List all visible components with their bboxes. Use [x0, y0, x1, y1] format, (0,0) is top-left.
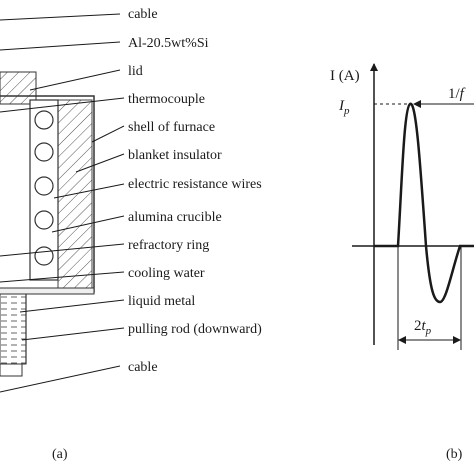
- width-arrow-left: [398, 336, 406, 344]
- period-label: 1/f: [448, 86, 466, 102]
- label-cooling: cooling water: [128, 266, 205, 281]
- label-cable-top: cable: [128, 7, 158, 22]
- resistance-coil: [34, 176, 54, 196]
- wires-leader: [53, 183, 125, 199]
- resistance-coil: [34, 142, 54, 162]
- width-arrow-right: [453, 336, 461, 344]
- label-ring: refractory ring: [128, 238, 209, 253]
- cable-top-wire: [0, 13, 121, 21]
- label-alloy: Al-20.5wt%Si: [128, 36, 209, 51]
- caption-a: (a): [52, 447, 68, 462]
- heating-tube: [29, 99, 59, 281]
- label-lid: lid: [128, 64, 143, 79]
- shell-leader: [91, 125, 125, 143]
- lid-block: [0, 71, 37, 105]
- width-label: 2tp: [414, 318, 432, 337]
- peak-label: Ip: [338, 98, 350, 117]
- label-rod: pulling rod (downward): [128, 322, 262, 337]
- furnace-schematic: [0, 13, 125, 393]
- rod-base: [0, 363, 23, 377]
- caption-b: (b): [446, 447, 463, 462]
- y-axis-label: I (A): [330, 68, 360, 84]
- label-blanket: blanket insulator: [128, 148, 222, 163]
- resistance-coil: [34, 246, 54, 266]
- cooling-water-bath: [0, 293, 27, 365]
- thermocouple-leader: [0, 97, 125, 113]
- waveform-plot: [352, 63, 474, 350]
- resistance-coil: [34, 210, 54, 230]
- liquid-leader: [19, 299, 125, 313]
- waveform-labels: I (A) Ip 1/f 2tp (b): [330, 68, 466, 462]
- label-crucible: alumina crucible: [128, 210, 222, 225]
- crucible-leader: [51, 215, 125, 233]
- label-shell: shell of furnace: [128, 120, 215, 135]
- furnace-labels: cable Al-20.5wt%Si lid thermocouple shel…: [52, 7, 262, 462]
- bottom-plate: [0, 287, 95, 295]
- resistance-coil: [34, 110, 54, 130]
- cooling-leader: [0, 271, 125, 283]
- label-liquid: liquid metal: [128, 294, 195, 309]
- label-cable-bottom: cable: [128, 360, 158, 375]
- alloy-leader: [0, 41, 121, 51]
- current-pulse-curve: [374, 102, 474, 304]
- rod-leader: [21, 327, 125, 341]
- label-thermocouple: thermocouple: [128, 92, 205, 107]
- ring-leader: [0, 243, 125, 257]
- cable-bottom-wire: [0, 365, 121, 393]
- lid-leader: [29, 69, 121, 91]
- label-wires: electric resistance wires: [128, 177, 262, 192]
- blanket-leader: [75, 153, 125, 173]
